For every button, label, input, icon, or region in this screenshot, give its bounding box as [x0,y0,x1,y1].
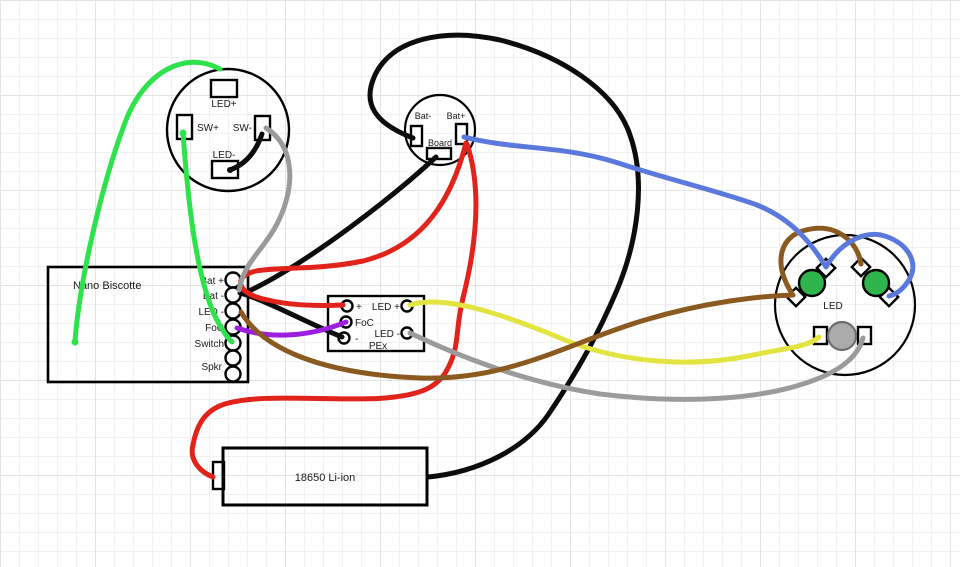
wire-foc-purple [234,319,349,338]
recharge-board-pad [425,146,453,161]
soundboard-label-bat-minus: Bat - [203,291,224,302]
pex-label-foc: FoC [355,318,374,329]
led2-minus-pad [850,256,872,278]
wire-ledminus-brown [238,292,796,381]
wire-battery-positive-red [189,141,479,480]
pex-outline [326,294,426,353]
wire-pex-ledminus-gray [407,330,866,402]
recharge-port-outline [403,93,477,167]
wire-green-a [72,59,223,344]
battery-label: 18650 Li-ion [295,472,356,484]
pex-label-minus: - [355,334,358,345]
switch-module-outline [165,67,291,193]
wire-ledplus-blue [461,134,916,299]
pex-label-led-plus: LED + [372,302,400,313]
wire-batplus-red [238,140,469,308]
soundboard-title: Nano Biscotte [73,280,141,292]
switch-sw-plus-label: SW+ [197,123,219,134]
switch-led-minus-pad [210,159,240,180]
pex-label-led-minus: LED - [374,329,400,340]
pex-label-plus: + [356,302,362,313]
switch-led-minus-label: LED- [213,150,236,161]
switch-sw-minus-label: SW- [233,123,252,134]
gray-led [826,320,858,352]
recharge-board-label: Board [428,138,452,148]
soundboard-label-bat-plus: Bat + [200,276,224,287]
pex-board: + FoC - LED + LED - PEx [326,294,426,353]
battery: 18650 Li-ion [211,446,429,507]
recharge-bat-plus-label: Bat+ [447,111,466,121]
recharge-bat-plus-pad [454,122,469,146]
soundboard-pad-led-minus [224,302,242,320]
switch-led-plus-pad [209,78,239,99]
led-module-title: LED [823,301,842,312]
green-led-1 [797,268,827,298]
soundboard-label-foc: FoC [205,323,224,334]
wire-switch-jumper-black [227,131,265,173]
wire-ledminus-brown-arc [778,225,864,295]
wire-black-jumper-end-dot [227,167,233,173]
recharge-bat-minus-label: Bat- [415,111,432,121]
green-led-2 [861,268,891,298]
soundboard-pad-spkr-2 [224,365,242,383]
wire-green-b-start-dot [179,129,187,137]
wire-pex-ledplus-yellow [407,299,822,365]
wire-board-to-batminus-black [246,154,439,294]
wire-sw-minus-gray [236,125,293,293]
led-module: LED [773,233,917,377]
pex-title: PEx [369,341,387,352]
soundboard-pad-spkr-1 [224,349,242,367]
soundboard-label-spkr: Spkr [201,362,222,373]
wires [71,32,916,480]
soundboard-label-switch: Switch [195,339,224,350]
wire-green-a-end-dot [71,338,79,346]
wire-battery-negative-black [367,32,641,480]
wire-green-b [180,130,235,345]
switch-led-plus-label: LED+ [211,99,236,110]
